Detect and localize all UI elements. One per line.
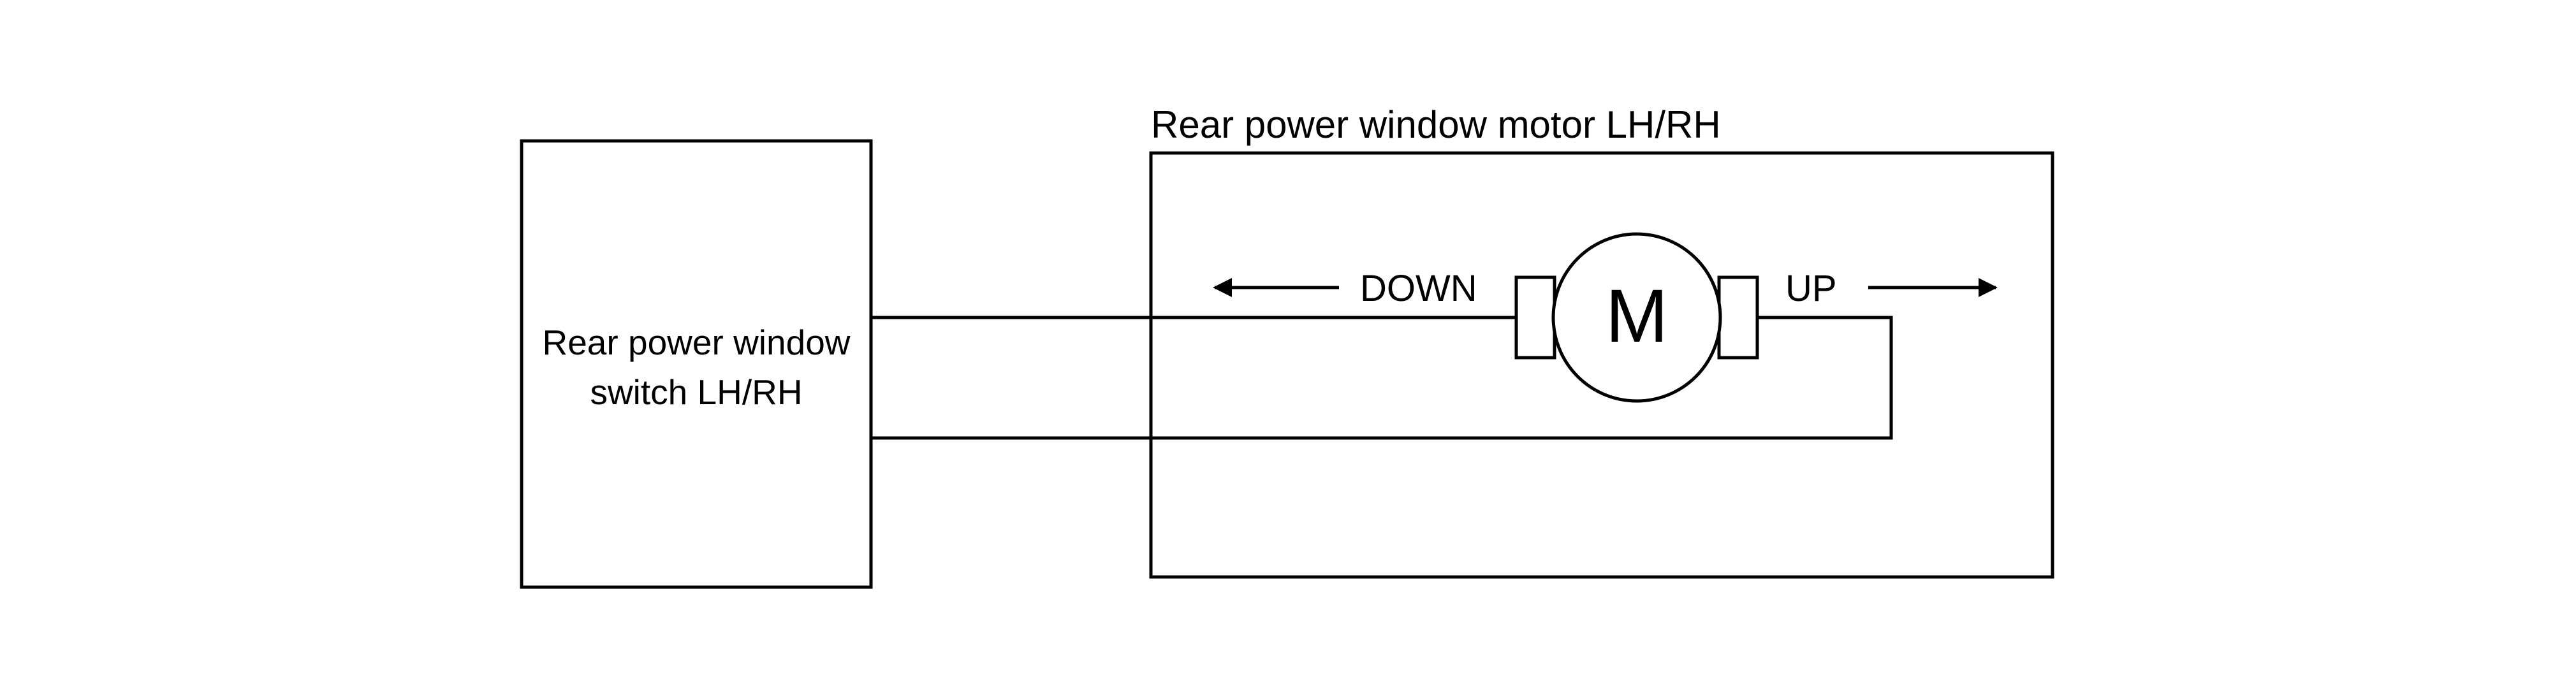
switch-box: [520, 139, 873, 589]
motor-circle: [1551, 232, 1722, 403]
switch-label-line1: Rear power window: [543, 323, 851, 362]
motor-symbol: M: [1606, 274, 1668, 358]
motor-enclosure-box: [1149, 151, 2054, 579]
down-label: DOWN: [1360, 268, 1477, 309]
motor-terminal-right: [1717, 275, 1759, 360]
up-label: UP: [1785, 268, 1837, 309]
wire-lower: [871, 316, 1893, 440]
motor-terminal-left: [1514, 275, 1556, 360]
motor-title: Rear power window motor LH/RH: [1151, 103, 1721, 146]
switch-label-line2: switch LH/RH: [590, 372, 802, 412]
